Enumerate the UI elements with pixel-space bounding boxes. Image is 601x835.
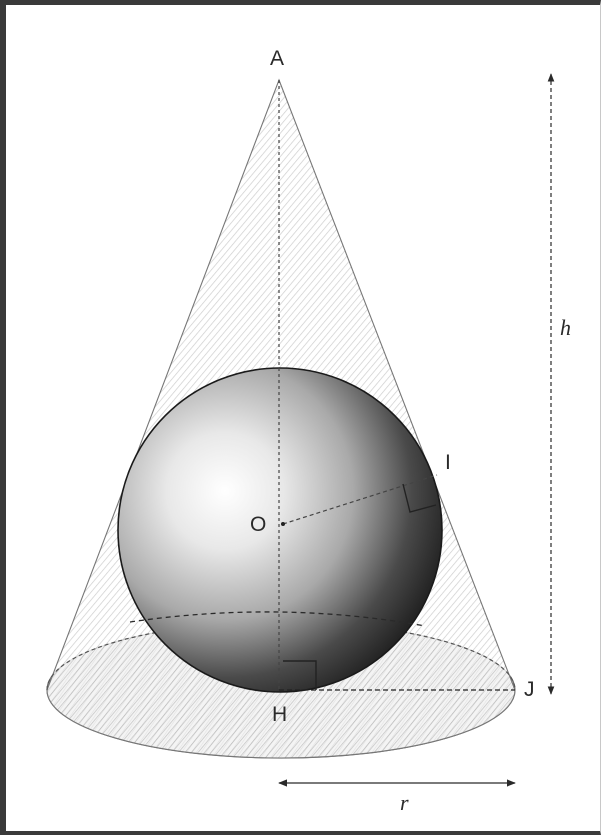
label-apex-A: A [270,47,285,70]
segment-OI [282,474,438,525]
label-base-edge-J: J [524,678,535,701]
point-O [281,522,285,526]
label-height-h: h [560,315,571,340]
right-angle-I [402,483,437,513]
label-base-center-H: H [272,703,288,726]
sphere-outline [117,367,443,693]
right-angle-H [283,660,317,690]
sphere-shadow [118,368,442,692]
label-radius-r: r [400,790,409,815]
sphere-equator [129,611,426,627]
label-tangent-I: I [445,451,451,474]
label-center-O: O [250,513,267,536]
